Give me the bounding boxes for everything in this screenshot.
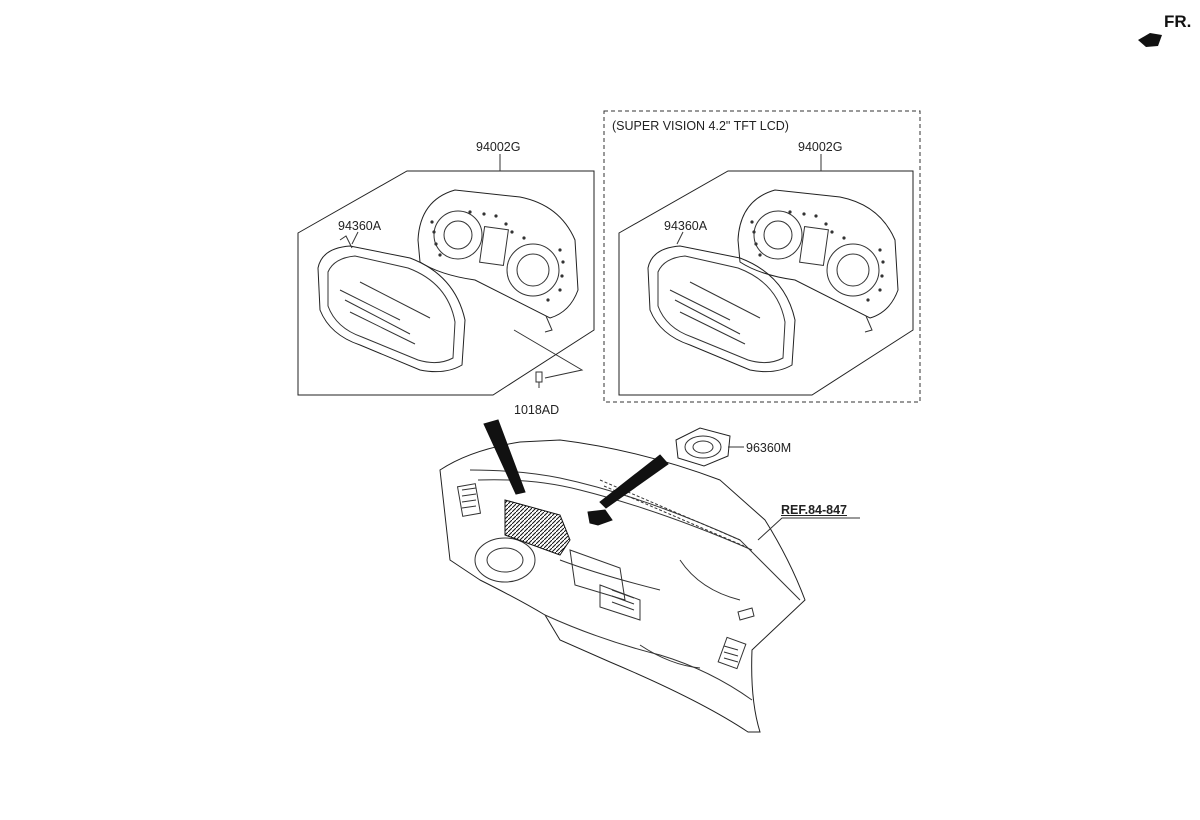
label-speaker: 96360M xyxy=(746,441,792,455)
group-supervision-cluster xyxy=(603,110,921,403)
label-supervision-heading: (SUPER VISION 4.2" TFT LCD) xyxy=(612,119,789,133)
screw-icon xyxy=(535,371,543,388)
gauge-cluster-icon xyxy=(737,189,899,333)
label-lens-standard: 94360A xyxy=(338,219,382,233)
pointer-speaker-icon xyxy=(599,454,669,509)
pointer-cluster-icon xyxy=(483,419,526,495)
label-reference: REF.84-847 xyxy=(781,503,848,517)
dashboard-icon xyxy=(439,419,860,733)
speaker-icon xyxy=(675,427,744,467)
lens-housing-icon xyxy=(647,245,796,373)
group-standard-cluster xyxy=(297,154,595,396)
leader-lens xyxy=(351,231,359,245)
group-outline xyxy=(297,170,595,396)
group-outline xyxy=(618,170,914,396)
label-assembly-standard: 94002G xyxy=(476,140,521,154)
lens-housing-icon xyxy=(317,235,466,373)
group-dashed-outline xyxy=(603,110,921,403)
gauge-cluster-icon xyxy=(417,189,579,333)
front-direction-arrow-icon xyxy=(1138,33,1162,47)
label-lens-supervision: 94360A xyxy=(664,219,708,233)
leader-screw xyxy=(513,329,584,379)
front-direction-label: FR. xyxy=(1164,12,1192,31)
label-assembly-supervision: 94002G xyxy=(798,140,843,154)
leader-lens xyxy=(676,231,684,245)
leader-reference xyxy=(757,517,860,541)
label-screw: 1018AD xyxy=(514,403,560,417)
